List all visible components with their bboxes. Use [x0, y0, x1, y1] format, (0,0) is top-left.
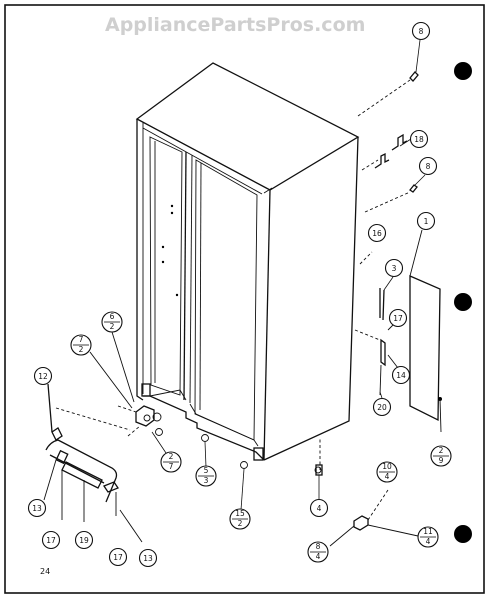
svg-text:13: 13: [143, 554, 153, 563]
svg-text:9: 9: [439, 456, 444, 465]
svg-text:8: 8: [316, 542, 321, 551]
registration-dot-middle: [454, 293, 472, 311]
callout-2-7: 2 7: [151, 431, 182, 473]
callout-3: 3: [383, 258, 404, 291]
svg-text:16: 16: [372, 229, 382, 238]
callout-6-2: 6 2: [101, 311, 123, 333]
svg-text:4: 4: [316, 552, 321, 561]
svg-text:2: 2: [439, 446, 444, 455]
callout-5-3: 5 3: [195, 441, 217, 487]
bottom-right-parts: [315, 438, 419, 547]
svg-text:6: 6: [110, 312, 115, 321]
svg-text:11: 11: [423, 527, 433, 536]
page-number: 24: [40, 567, 50, 576]
callout-1: 1: [416, 211, 436, 231]
callout-12: 12: [33, 366, 53, 386]
cabinet-shell: [135, 62, 360, 461]
callout-18: 18: [399, 129, 429, 149]
svg-text:8: 8: [426, 162, 431, 171]
callout-7-2: 7 2: [70, 334, 92, 356]
callout-4: 4: [309, 475, 329, 518]
callout-8-top: 8: [411, 21, 431, 73]
svg-text:2: 2: [79, 345, 84, 354]
svg-text:2: 2: [169, 452, 174, 461]
callout-17-bottom-left: 17: [41, 530, 61, 550]
svg-text:3: 3: [204, 476, 209, 485]
svg-text:12: 12: [38, 372, 48, 381]
svg-text:7: 7: [169, 462, 174, 471]
callout-10-4: 10 4: [376, 461, 398, 483]
svg-text:13: 13: [32, 504, 42, 513]
callout-14: 14: [391, 365, 411, 385]
svg-text:4: 4: [317, 504, 322, 513]
svg-text:5: 5: [204, 466, 209, 475]
diagram-frame: [4, 4, 485, 594]
svg-text:17: 17: [393, 314, 403, 323]
svg-text:7: 7: [79, 335, 84, 344]
callout-2-9: 2 9: [430, 445, 452, 467]
svg-text:17: 17: [46, 536, 56, 545]
svg-text:14: 14: [396, 371, 406, 380]
callout-13-right: 13: [138, 548, 158, 568]
callout-13-left: 13: [27, 498, 47, 518]
watermark: AppliancePartsPros.com: [105, 14, 365, 36]
callout-8-mid: 8: [413, 156, 438, 187]
svg-text:4: 4: [385, 472, 390, 481]
svg-text:3: 3: [392, 264, 397, 273]
callout-8-4: 8 4: [307, 541, 329, 563]
svg-text:2: 2: [238, 519, 243, 528]
svg-text:10: 10: [382, 462, 392, 471]
cabinet-feet: [141, 383, 322, 474]
svg-text:18: 18: [414, 135, 424, 144]
callout-19: 19: [74, 530, 94, 550]
callout-16: 16: [367, 223, 387, 243]
registration-dot-top: [454, 62, 472, 80]
left-side-parts: [43, 331, 155, 543]
callout-15-2: 15 2: [229, 468, 251, 530]
svg-text:20: 20: [377, 403, 387, 412]
svg-text:8: 8: [419, 27, 424, 36]
svg-text:1: 1: [424, 217, 429, 226]
svg-text:19: 19: [79, 536, 89, 545]
svg-text:4: 4: [426, 537, 431, 546]
svg-text:15: 15: [235, 509, 245, 518]
svg-text:17: 17: [113, 553, 123, 562]
callout-17-right: 17: [388, 308, 408, 328]
svg-text:2: 2: [110, 322, 115, 331]
registration-dot-bottom: [454, 525, 472, 543]
callout-20: 20: [372, 391, 392, 417]
callout-17-bottom-right: 17: [108, 547, 128, 567]
callout-11-4: 11 4: [417, 526, 439, 548]
